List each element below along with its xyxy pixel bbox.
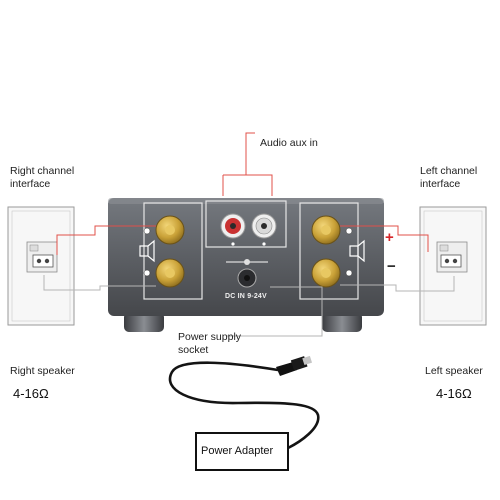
power-cable: [168, 355, 320, 450]
dc-in-label: DC IN 9-24V: [225, 293, 267, 300]
left-channel-label: Left channel interface: [420, 165, 477, 191]
right-speaker: [7, 206, 75, 326]
right-speaker-label: Right speaker: [10, 365, 75, 377]
binding-post-right-top: [155, 215, 185, 245]
right-channel-label: Right channel interface: [10, 165, 74, 191]
left-impedance: 4-16Ω: [436, 386, 472, 401]
power-adapter-box: [195, 432, 289, 471]
audio-in-label: Audio aux in: [260, 137, 318, 149]
rca-jack-white: [251, 213, 277, 239]
right-impedance: 4-16Ω: [13, 386, 49, 401]
left-channel-line-1: Left channel: [420, 165, 478, 177]
right-channel-line-2: interface: [10, 178, 51, 190]
binding-post-left-bottom: [311, 258, 341, 288]
binding-post-left-top: [311, 215, 341, 245]
terminal-markers: [143, 227, 353, 277]
speaker-wires: [43, 225, 455, 292]
right-channel-line-1: Right channel: [10, 165, 75, 177]
power-adapter-label: Power Adapter: [201, 445, 274, 457]
left-channel-line-2: interface: [420, 178, 461, 190]
power-socket-label: Power supply socket: [178, 331, 241, 357]
power-socket-callout: [226, 286, 323, 337]
power-socket-line-2: socket: [178, 344, 209, 356]
amplifier: [108, 198, 384, 332]
left-speaker-label: Left speaker: [425, 365, 483, 377]
audio-in-callout: [222, 132, 273, 196]
binding-post-right-bottom: [155, 258, 185, 288]
minus-sign: −: [387, 258, 396, 275]
speaker-symbol-icons: [139, 239, 365, 263]
rca-jack-red: [220, 213, 246, 239]
power-socket-line-1: Power supply: [178, 331, 242, 343]
plus-sign: +: [385, 229, 394, 246]
rca-markers: [231, 242, 266, 246]
left-speaker: [419, 206, 487, 326]
dc-input-jack: [226, 259, 268, 288]
